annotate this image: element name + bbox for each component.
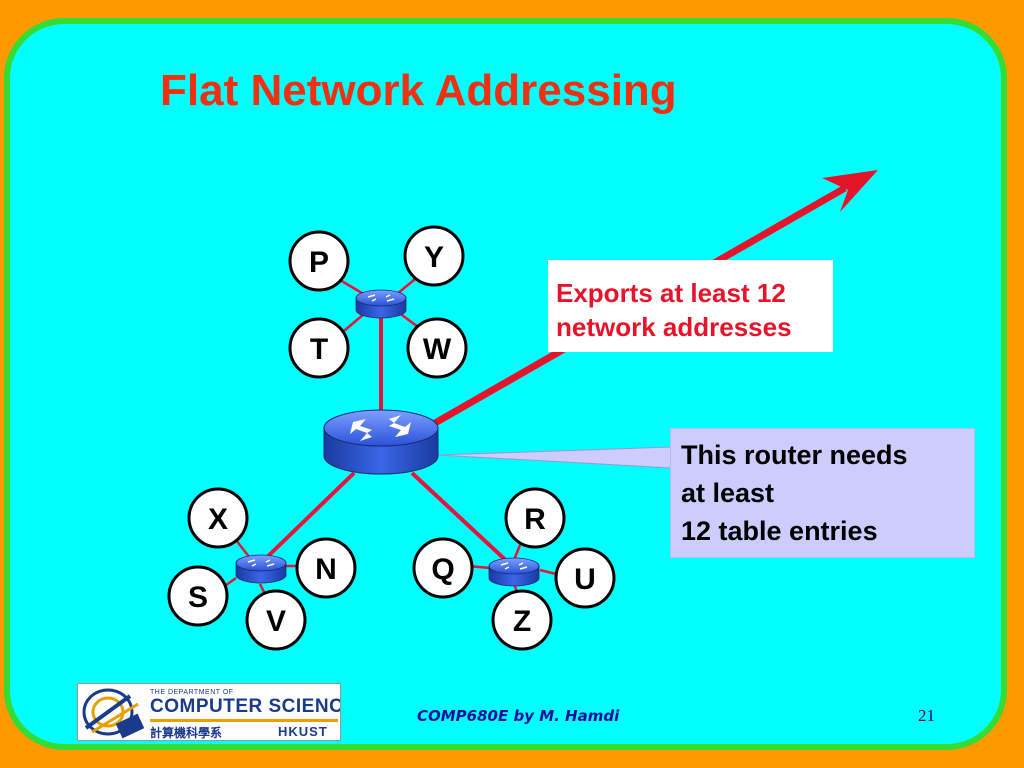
- node-Q: Q: [412, 537, 474, 599]
- page-number: 21: [918, 706, 935, 725]
- logo-org-text: HKUST: [278, 724, 328, 739]
- slide-title: Flat Network Addressing: [160, 66, 677, 115]
- node-S: S: [167, 565, 229, 627]
- needs-line-1: This router needs: [681, 440, 908, 470]
- node-R: R: [504, 487, 566, 549]
- exports-callout: Exports at least 12 network addresses: [548, 260, 833, 352]
- slide-footer: COMP680E by M. Hamdi: [417, 707, 620, 725]
- node-V: V: [245, 589, 307, 651]
- router-left-icon: [235, 554, 287, 584]
- link-main-right: [410, 471, 514, 568]
- logo-main-text: COMPUTER SCIENCE: [150, 696, 341, 717]
- svg-text:T: T: [310, 333, 328, 366]
- logo-divider: [150, 719, 338, 722]
- svg-text:S: S: [188, 581, 208, 614]
- svg-text:Q: Q: [431, 553, 454, 586]
- node-Z: Z: [491, 589, 553, 651]
- links: [260, 312, 514, 568]
- svg-text:V: V: [266, 605, 286, 638]
- router-right-icon: [488, 557, 540, 587]
- exports-line-2: network addresses: [556, 312, 792, 342]
- svg-text:R: R: [524, 503, 546, 536]
- node-U: U: [554, 547, 616, 609]
- node-W: W: [406, 317, 468, 379]
- main-router-icon: [323, 409, 439, 475]
- svg-text:X: X: [208, 503, 228, 536]
- logo-emblem-icon: [82, 688, 145, 739]
- svg-text:P: P: [309, 246, 329, 279]
- export-arrow-head: [822, 170, 878, 212]
- node-Y: Y: [403, 225, 465, 287]
- node-P: P: [288, 230, 350, 292]
- node-T: T: [288, 317, 350, 379]
- svg-text:N: N: [315, 553, 337, 586]
- department-logo: THE DEPARTMENT OF COMPUTER SCIENCE 計算機科學…: [77, 683, 341, 741]
- logo-chinese-text: 計算機科學系: [150, 726, 223, 740]
- svg-text:Z: Z: [513, 605, 531, 638]
- host-nodes: P Y T W X N S V R Q U Z: [167, 225, 616, 651]
- callout-pointer: [437, 446, 672, 469]
- node-X: X: [187, 487, 249, 549]
- router-needs-callout: This router needs at least 12 table entr…: [670, 428, 975, 558]
- link-main-left: [260, 471, 356, 564]
- svg-text:Y: Y: [424, 241, 444, 274]
- exports-line-1: Exports at least 12: [556, 278, 786, 308]
- logo-small-text: THE DEPARTMENT OF: [150, 689, 234, 696]
- svg-text:W: W: [423, 333, 452, 366]
- svg-text:U: U: [574, 563, 596, 596]
- router-top-icon: [355, 289, 407, 319]
- needs-line-3: 12 table entries: [681, 516, 878, 546]
- needs-line-2: at least: [681, 478, 775, 508]
- node-N: N: [295, 537, 357, 599]
- link-U: [539, 568, 557, 576]
